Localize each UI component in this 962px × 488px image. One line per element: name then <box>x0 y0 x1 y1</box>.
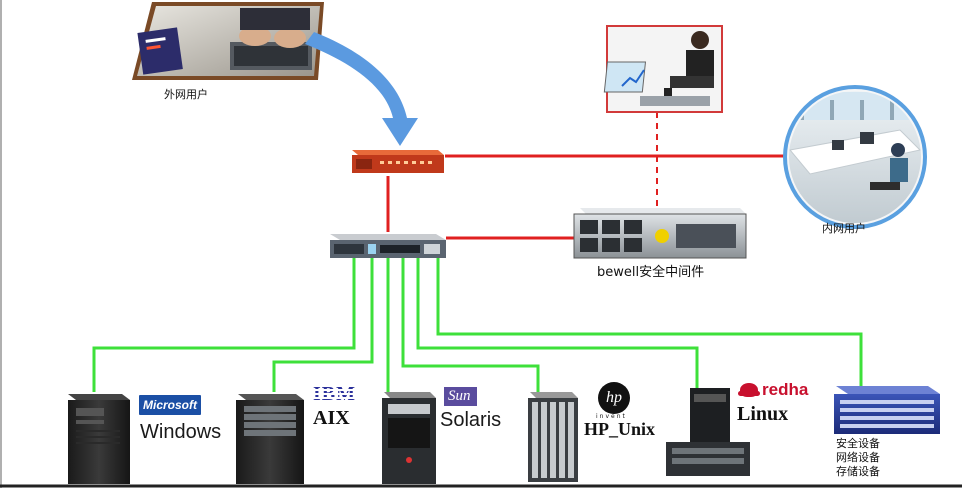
storage-line-storage: 存储设备 <box>836 465 880 478</box>
internal-users-label: 内网用户 <box>822 221 866 235</box>
hpunix-label: HP_Unix <box>584 419 656 439</box>
link-storage <box>436 248 863 386</box>
hp-invent-label: invent <box>596 413 627 420</box>
rack-server-icon <box>573 208 747 259</box>
storage-line-network: 网络设备 <box>836 451 880 464</box>
windows-label: Windows <box>140 421 222 443</box>
redhat-logo-text: redha <box>762 380 809 399</box>
link-hpunix <box>401 252 540 392</box>
microsoft-logo-icon: Microsoft <box>139 395 201 415</box>
middleware-label: bewell安全中间件 <box>597 264 704 280</box>
tower-server-icon <box>236 394 304 484</box>
link-linux <box>416 252 699 390</box>
redhat-shadowman-icon <box>738 379 760 399</box>
tower-server-icon <box>68 394 130 484</box>
linux-label: Linux <box>737 403 789 425</box>
tower-server-icon <box>382 392 436 484</box>
aix-label: AIX <box>313 407 350 429</box>
storage-devices-label: 安全设备 网络设备 存储设备 <box>836 437 880 479</box>
green-links <box>92 248 863 392</box>
ibm-logo-icon: IBM <box>313 383 356 405</box>
sun-logo-icon: Sun <box>444 387 477 406</box>
switch-device-icon <box>330 234 446 258</box>
external-users-label: 外网用户 <box>164 87 208 101</box>
blade-server-icon <box>528 392 578 482</box>
link-aix <box>272 252 374 392</box>
firewall-device-icon <box>352 150 444 173</box>
office-users-photo <box>783 85 927 229</box>
hp-logo-icon: hp <box>598 382 630 414</box>
access-arrow-icon <box>305 32 418 146</box>
storage-array-icon <box>834 386 940 434</box>
laptop-typing-photo <box>132 2 324 80</box>
red-links <box>386 154 790 240</box>
tower-server-icon <box>666 388 750 476</box>
solaris-label: Solaris <box>440 409 502 431</box>
businessman-laptop-photo <box>603 25 723 113</box>
storage-line-security: 安全设备 <box>836 437 880 450</box>
link-windows <box>92 250 356 392</box>
